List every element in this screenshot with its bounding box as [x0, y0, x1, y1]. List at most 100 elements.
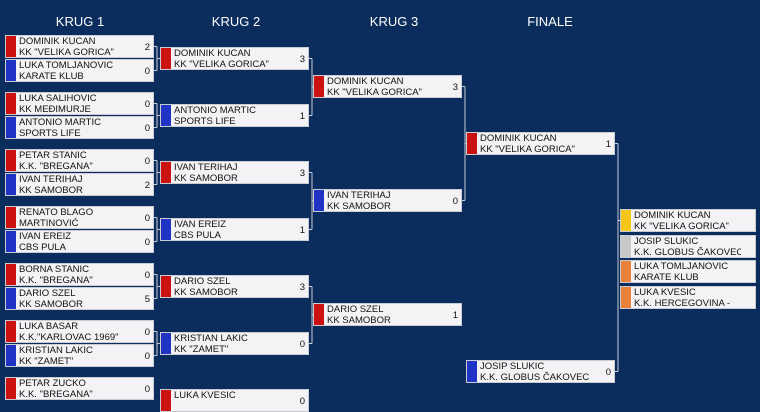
corner-color-strip: [467, 361, 477, 382]
competitor-name: JOSIP SLUKIĆ: [480, 362, 545, 372]
competitor-name: LUKA KVESIĆ: [634, 288, 696, 298]
competitor-club: KARATE KLUB: [19, 70, 84, 82]
competitor-name: LUKA BASAR: [19, 322, 79, 332]
competitor-club: K.K. "BREGANA": [19, 274, 93, 286]
corner-color-strip: [6, 60, 16, 81]
competitor-club: SPORTS LIFE: [174, 115, 236, 127]
competitor-name: ANTONIO MARTIĆ: [19, 118, 101, 128]
competitor-name: ANTONIO MARTIĆ: [174, 106, 256, 116]
competitor-club: KK "VELIKA GORICA": [480, 143, 575, 155]
match-score: 3: [299, 168, 305, 179]
competitor-name: DOMINIK KUČAN: [174, 49, 251, 59]
corner-color-strip: [6, 93, 16, 114]
competitor-name: RENATO BLAGO: [19, 208, 94, 218]
corner-color-strip: [621, 236, 631, 257]
competitor-club: KK MEĐIMURJE: [19, 103, 91, 115]
match-score: 0: [144, 99, 150, 110]
match-score: 0: [144, 351, 150, 362]
competitor-name: LUKA SALIHOVIĆ: [19, 94, 97, 104]
competitor-name: IVAN EREIZ: [174, 220, 227, 230]
corner-color-strip: [6, 150, 16, 171]
match-score: 5: [144, 294, 150, 305]
match-score: 1: [452, 310, 458, 321]
corner-color-strip: [6, 321, 16, 342]
competitor-club: KK "ZAMET": [174, 343, 229, 355]
competitor-club: CBS PULA: [19, 241, 66, 253]
competitor-club: KK "VELIKA GORICA": [19, 46, 114, 58]
competitor-name: IVAN TERIHAJ: [174, 163, 238, 173]
match-score: 1: [299, 225, 305, 236]
competitor-name: BORNA STANIĆ: [19, 265, 90, 275]
competitor-name: IVAN EREIZ: [19, 232, 72, 242]
competitor-name: KRISTIAN LAKIĆ: [19, 346, 93, 356]
corner-color-strip: [161, 105, 171, 126]
match-score: 2: [144, 180, 150, 191]
corner-color-strip: [314, 190, 324, 211]
match-score: 0: [144, 270, 150, 281]
bracket-connector-lines: [154, 46, 620, 372]
match-score: 0: [144, 237, 150, 248]
corner-color-strip: [314, 76, 324, 97]
competitor-club: K.K. "BREGANA": [19, 388, 93, 400]
round-title-1: KRUG 1: [55, 14, 105, 29]
competitor-name: PETAR ŽUČKO: [19, 379, 86, 389]
competitor-name: KRISTIAN LAKIĆ: [174, 334, 248, 344]
competitor-name: PETAR STANIĆ: [19, 151, 87, 161]
corner-color-strip: [314, 304, 324, 325]
corner-color-strip: [6, 207, 16, 228]
corner-color-strip: [6, 345, 16, 366]
competitor-club: K.K. GLOBUS ČAKOVEC: [480, 371, 590, 383]
competitor-club: KK SAMOBOR: [327, 200, 391, 212]
competitor-name: DARIO SZEL: [19, 289, 76, 299]
competitor-name: IVAN TERIHAJ: [327, 191, 391, 201]
competitor-name: DOMINIK KUČAN: [19, 37, 96, 47]
competitor-name: DOMINIK KUČAN: [480, 134, 557, 144]
match-score: 0: [144, 156, 150, 167]
match-score: 0: [144, 213, 150, 224]
